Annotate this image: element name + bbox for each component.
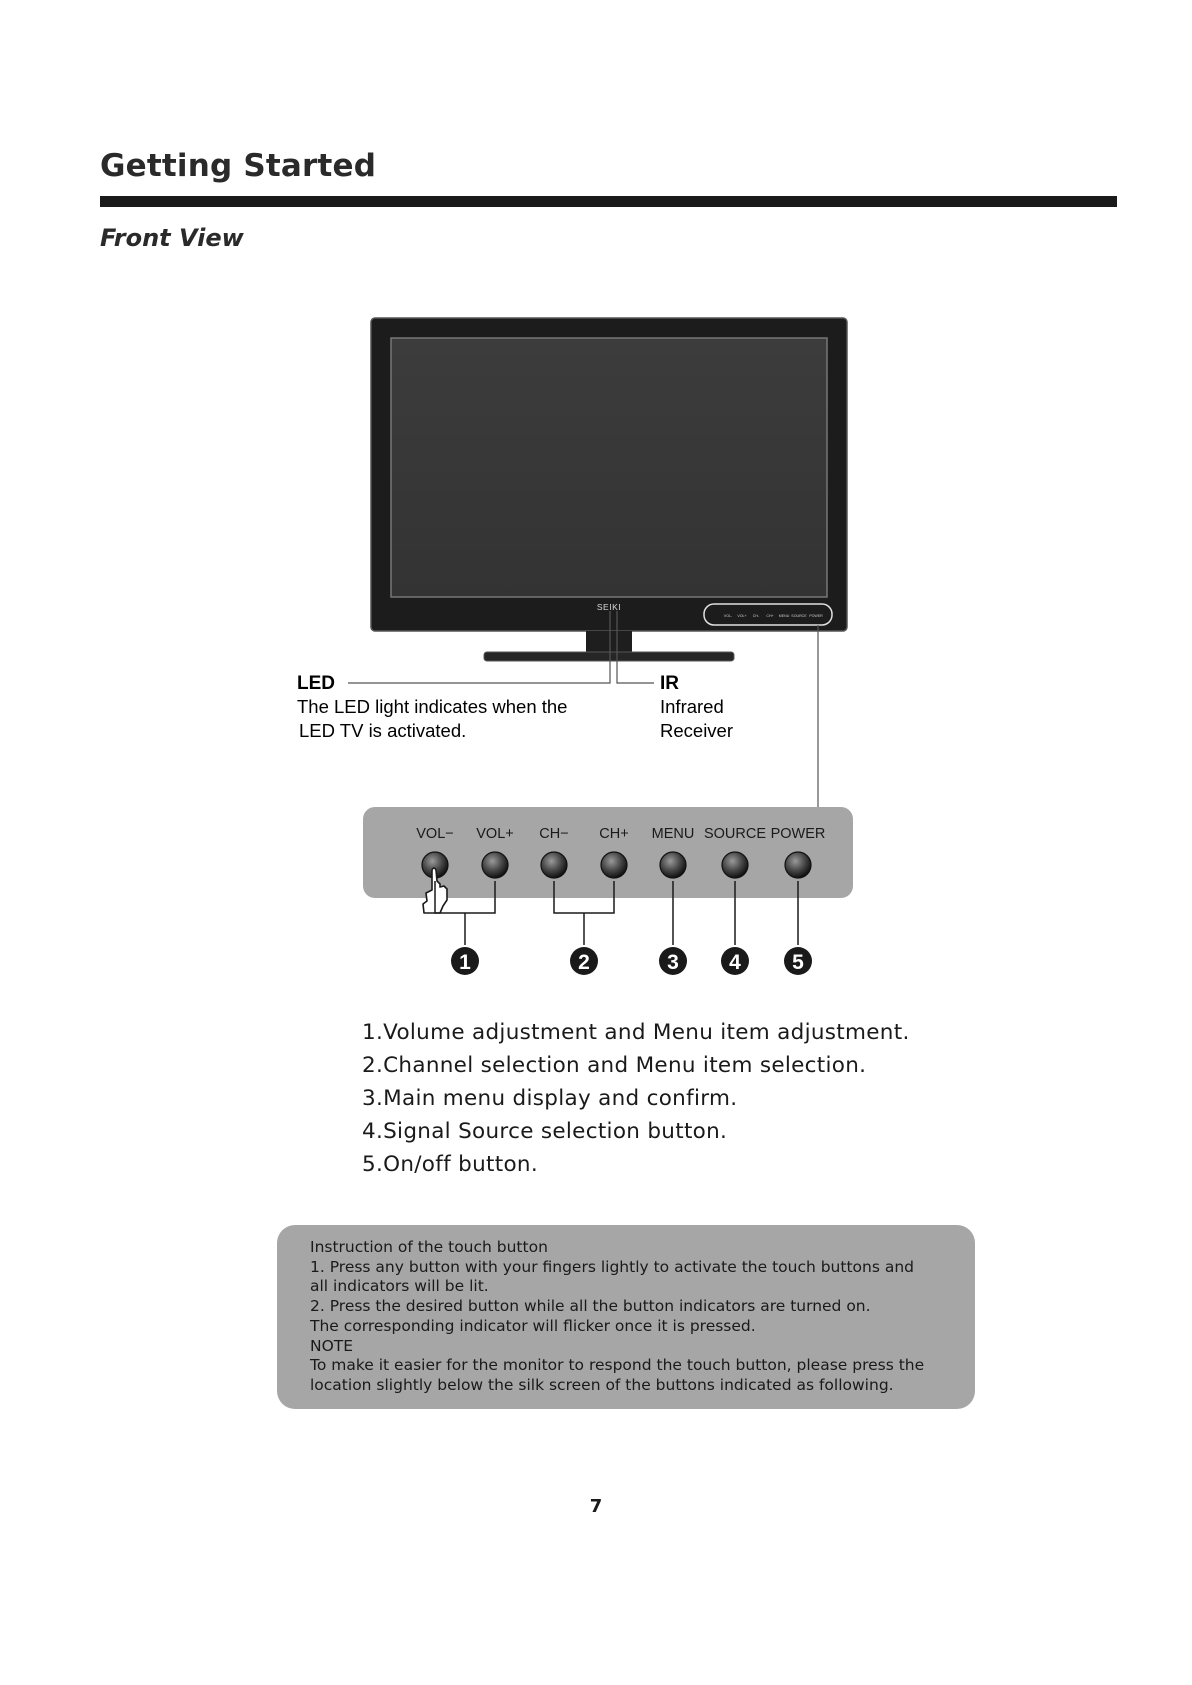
title-divider (100, 196, 1117, 207)
note-line: 2. Press the desired button while all th… (310, 1297, 871, 1316)
note-line: The corresponding indicator will flicker… (310, 1316, 756, 1335)
number-marker-circle (570, 947, 598, 975)
feature-list: 1.Volume adjustment and Menu item adjust… (362, 1016, 910, 1181)
panel-touch-button (481, 851, 509, 879)
tv-stand-base (483, 651, 735, 662)
panel-button-label: SOURCE (704, 826, 766, 842)
button-panel-buttons (421, 851, 812, 879)
tv-strip-label: MENU (779, 614, 790, 618)
panel-touch-button (784, 851, 812, 879)
number-marker-3: 3 (659, 947, 687, 975)
tv-strip-label: CH- (753, 614, 760, 618)
tv-strip-label: VOL+ (737, 614, 746, 618)
panel-button-label: VOL+ (476, 826, 513, 842)
touch-instruction-text: Instruction of the touch button 1. Press… (310, 1238, 970, 1396)
feature-item-2: 2.Channel selection and Menu item select… (362, 1053, 867, 1078)
number-marker-5: 5 (784, 947, 812, 975)
panel-button-label: CH+ (599, 826, 628, 842)
panel-touch-button (659, 851, 687, 879)
note-line: location slightly below the silk screen … (310, 1375, 894, 1394)
tv-strip-label: VOL- (724, 614, 733, 618)
note-line: NOTE (310, 1336, 354, 1355)
number-marker-2: 2 (570, 947, 598, 975)
led-callout-line-1: The LED light indicates when the (297, 696, 567, 717)
touch-instruction-box: Instruction of the touch button 1. Press… (277, 1225, 975, 1409)
number-marker-label: 4 (729, 951, 741, 974)
number-marker-4: 4 (721, 947, 749, 975)
tv-stand-neck (586, 631, 632, 653)
note-line: all indicators will be lit. (310, 1277, 489, 1296)
panel-button-label: VOL− (416, 826, 453, 842)
panel-button-label: POWER (771, 826, 826, 842)
panel-button-label: MENU (652, 826, 695, 842)
number-marker-circle (451, 947, 479, 975)
page-title: Getting Started (100, 148, 377, 184)
feature-item-1: 1.Volume adjustment and Menu item adjust… (362, 1020, 910, 1045)
led-callout-title: LED (297, 673, 335, 694)
tv-strip-label: SOURCE (791, 614, 807, 618)
panel-touch-button (540, 851, 568, 879)
ir-callout-title: IR (660, 673, 679, 694)
number-marker-label: 2 (578, 951, 590, 974)
tv-screen (390, 337, 828, 598)
note-line: To make it easier for the monitor to res… (310, 1356, 925, 1375)
section-subtitle: Front View (100, 224, 244, 252)
tv-brand-logo: SEIKI (597, 602, 621, 612)
note-line: Instruction of the touch button (310, 1238, 548, 1256)
panel-touch-button (600, 851, 628, 879)
marker-connectors (434, 881, 799, 945)
page-number: 7 (589, 1496, 603, 1517)
tv-strip-label: POWER (809, 614, 823, 618)
feature-item-3: 3.Main menu display and confirm. (362, 1086, 738, 1111)
note-line: 1. Press any button with your fingers li… (310, 1257, 915, 1276)
number-marker-circle (784, 947, 812, 975)
number-markers: 1 2 3 4 5 (451, 947, 812, 975)
tv-strip-label: CH+ (766, 614, 773, 618)
feature-item-5: 5.On/off button. (362, 1152, 538, 1177)
ir-callout-line-2: Receiver (660, 720, 733, 741)
panel-button-label: CH− (539, 826, 568, 842)
ir-leader-line (616, 611, 654, 684)
number-marker-label: 5 (792, 951, 804, 974)
button-panel-labels: VOL− VOL+ CH− CH+ MENU SOURCE POWER (416, 826, 825, 842)
number-marker-label: 3 (667, 951, 679, 974)
ir-callout-line-1: Infrared (660, 696, 724, 717)
number-marker-circle (721, 947, 749, 975)
number-marker-1: 1 (451, 947, 479, 975)
led-callout-line-2: LED TV is activated. (299, 720, 466, 741)
callout-lines (348, 611, 819, 808)
feature-item-4: 4.Signal Source selection button. (362, 1119, 728, 1144)
tv-control-strip (703, 603, 833, 626)
panel-touch-button (721, 851, 749, 879)
number-marker-label: 1 (459, 951, 471, 974)
number-marker-circle (659, 947, 687, 975)
led-leader-line (348, 611, 611, 684)
